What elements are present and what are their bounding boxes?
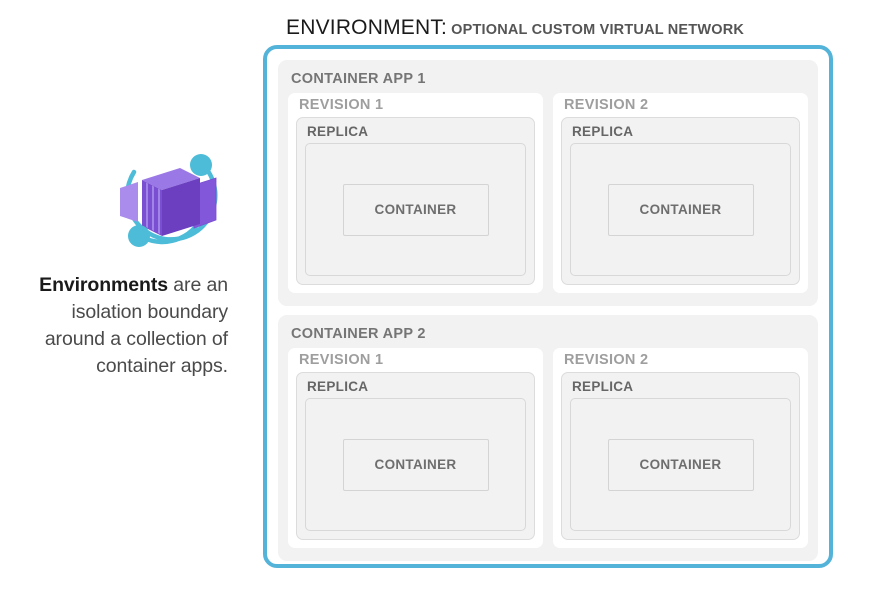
container-box: CONTAINER [607,438,754,491]
container-box: CONTAINER [342,183,489,236]
container-app-2-revisions: REVISION 1 REPLICA CONTAINER REVISION 2 … [288,348,808,548]
replica: REPLICA CONTAINER [296,117,535,285]
container-box: CONTAINER [342,438,489,491]
container-app-2-revision-2: REVISION 2 REPLICA CONTAINER [553,348,808,548]
container-label: CONTAINER [639,202,722,217]
container-app-1-revision-2: REVISION 2 REPLICA CONTAINER [553,93,808,293]
caption-text: Environments are an isolation boundary a… [8,272,228,380]
container-label: CONTAINER [374,457,457,472]
azure-container-apps-logo-icon [108,140,226,258]
container-app-2-label: CONTAINER APP 2 [291,326,426,342]
replica-label: REPLICA [572,379,634,394]
container-app-1-revisions: REVISION 1 REPLICA CONTAINER REVISION 2 … [288,93,808,293]
replica: REPLICA CONTAINER [561,117,800,285]
container-app-1-label: CONTAINER APP 1 [291,71,426,87]
left-description-panel: Environments are an isolation boundary a… [0,0,250,593]
container-app-1: CONTAINER APP 1 REVISION 1 REPLICA CONTA… [278,60,818,306]
revision-label: REVISION 1 [299,97,384,113]
container-label: CONTAINER [374,202,457,217]
container-label: CONTAINER [639,457,722,472]
container-app-2-revision-1: REVISION 1 REPLICA CONTAINER [288,348,543,548]
environment-title: ENVIRONMENT:OPTIONAL CUSTOM VIRTUAL NETW… [286,16,744,40]
caption-bold: Environments [39,274,168,296]
replica-inner-area: CONTAINER [305,143,526,276]
revision-label: REVISION 1 [299,352,384,368]
replica: REPLICA CONTAINER [561,372,800,540]
replica-label: REPLICA [307,124,369,139]
replica-label: REPLICA [572,124,634,139]
replica-label: REPLICA [307,379,369,394]
replica-inner-area: CONTAINER [570,143,791,276]
caption-rest: are an isolation boundary around a colle… [44,274,228,377]
environment-boundary: CONTAINER APP 1 REVISION 1 REPLICA CONTA… [263,45,833,568]
revision-label: REVISION 2 [564,97,649,113]
container-box: CONTAINER [607,183,754,236]
environment-title-main: ENVIRONMENT: [286,16,448,39]
replica-inner-area: CONTAINER [305,398,526,531]
replica: REPLICA CONTAINER [296,372,535,540]
revision-label: REVISION 2 [564,352,649,368]
environment-title-sub: OPTIONAL CUSTOM VIRTUAL NETWORK [451,22,745,38]
container-app-2: CONTAINER APP 2 REVISION 1 REPLICA CONTA… [278,315,818,561]
replica-inner-area: CONTAINER [570,398,791,531]
container-app-1-revision-1: REVISION 1 REPLICA CONTAINER [288,93,543,293]
